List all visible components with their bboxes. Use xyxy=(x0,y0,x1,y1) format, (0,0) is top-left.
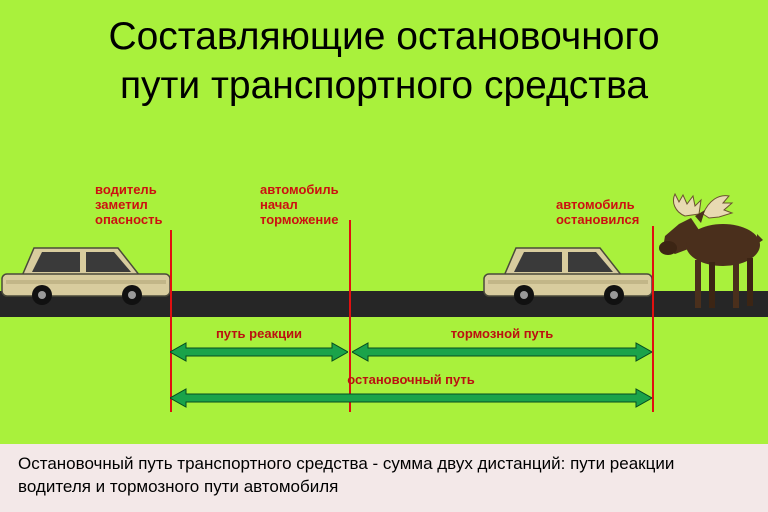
label-car-stopped: автомобиль остановился xyxy=(556,197,640,227)
page-title: Составляющие остановочного пути транспор… xyxy=(108,15,660,107)
stopping-distance-arrow xyxy=(170,388,652,408)
moose-icon xyxy=(659,192,763,308)
marker-line-car-stopped xyxy=(652,226,654,412)
footer-band xyxy=(0,444,768,512)
marker-line-driver-noticed xyxy=(170,230,172,412)
label-braking-distance: тормозной путь xyxy=(450,326,554,341)
label-stopping-distance: остановочный путь xyxy=(347,372,475,387)
footer-text: Остановочный путь транспортного средства… xyxy=(18,454,675,496)
car-right-icon xyxy=(483,247,653,305)
reaction-distance-arrow xyxy=(170,342,348,362)
marker-line-braking-started xyxy=(349,220,351,412)
label-reaction-distance: путь реакции xyxy=(215,326,303,341)
car-left-icon xyxy=(1,247,171,305)
label-braking-started: автомобиль начал торможение xyxy=(260,182,339,227)
label-driver-noticed: водитель заметил опасность xyxy=(95,182,163,227)
braking-distance-arrow xyxy=(352,342,652,362)
